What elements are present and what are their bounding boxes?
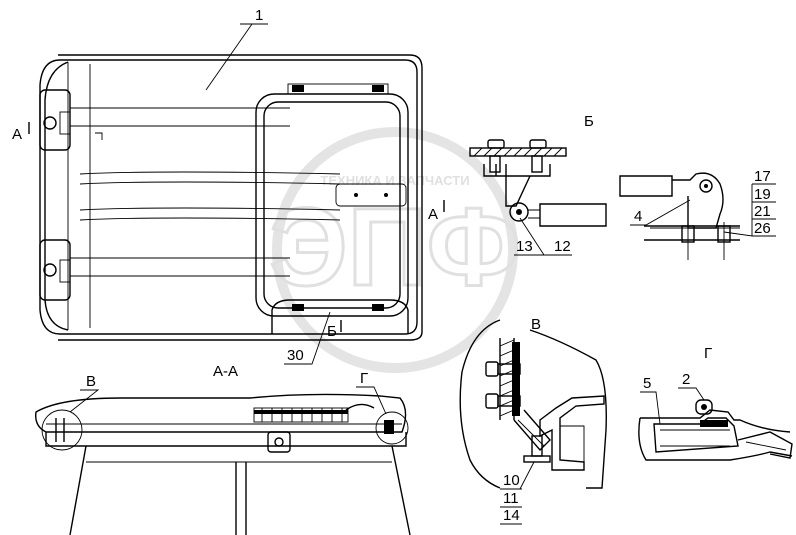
callout-1: 1 bbox=[205, 7, 268, 91]
callout-5-label: 5 bbox=[643, 375, 651, 392]
detail-v-view: В bbox=[459, 316, 607, 489]
callout-10-label: 10 bbox=[503, 472, 520, 489]
callout-stack-v: 10 11 14 bbox=[500, 461, 535, 525]
watermark: ЭПФ ТЕХНИКА И ЗАПЧАСТИ bbox=[268, 127, 522, 373]
detail-b-title: Б bbox=[584, 113, 594, 130]
section-b-marker-label: Б bbox=[327, 323, 337, 340]
callout-4-label: 4 bbox=[634, 208, 642, 225]
callout-11-label: 11 bbox=[503, 490, 519, 507]
callout-30-label: 30 bbox=[287, 347, 304, 364]
hatch-top-view bbox=[39, 54, 423, 341]
detail-g-view: Г bbox=[638, 345, 793, 461]
detail-v-title: В bbox=[531, 316, 541, 333]
detail-b-view: Б bbox=[469, 113, 740, 260]
callout-stack-right: 17 19 21 26 bbox=[723, 168, 776, 237]
watermark-logo-text: ЭПФ bbox=[269, 186, 520, 309]
section-marker-aa: А А Б bbox=[12, 122, 445, 340]
callout-2: 2 bbox=[678, 371, 705, 401]
callout-v-marker: В bbox=[69, 373, 100, 413]
callout-1-label: 1 bbox=[255, 7, 263, 24]
callout-19-label: 19 bbox=[754, 186, 771, 203]
detail-g-title: Г bbox=[704, 345, 712, 362]
callout-26-label: 26 bbox=[754, 220, 771, 237]
section-aa-title: А-А bbox=[213, 363, 238, 380]
section-g-marker-label: Г bbox=[360, 370, 368, 387]
callout-g-marker: Г bbox=[356, 370, 387, 415]
callout-13-12: 13 12 bbox=[514, 217, 572, 256]
watermark-caption: ТЕХНИКА И ЗАПЧАСТИ bbox=[320, 173, 469, 188]
callout-4: 4 bbox=[630, 199, 691, 226]
callout-17-label: 17 bbox=[754, 168, 771, 185]
section-a-right-label: А bbox=[428, 206, 438, 223]
section-v-marker-label: В bbox=[86, 373, 96, 390]
callout-12-label: 12 bbox=[554, 238, 571, 255]
callout-13-label: 13 bbox=[516, 238, 533, 255]
section-aa-view: А-А bbox=[35, 363, 411, 535]
callout-5: 5 bbox=[640, 375, 661, 425]
section-a-left-label: А bbox=[12, 126, 22, 143]
callout-21-label: 21 bbox=[754, 203, 771, 220]
callout-14-label: 14 bbox=[503, 507, 520, 524]
callout-30: 30 bbox=[284, 311, 331, 365]
callout-2-label: 2 bbox=[682, 371, 690, 388]
